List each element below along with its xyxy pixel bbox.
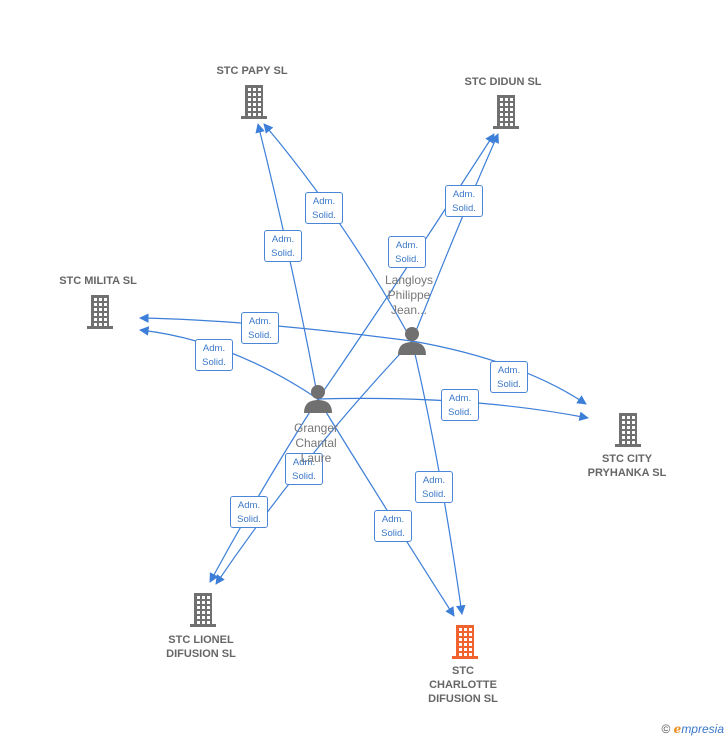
edge-label-granger-milita[interactable]: Adm. Solid. xyxy=(195,339,233,371)
edge-label-langloys-milita[interactable]: Adm. Solid. xyxy=(241,312,279,344)
company-milita-icon[interactable] xyxy=(87,295,113,329)
edge-label-langloys-charlotte[interactable]: Adm. Solid. xyxy=(415,471,453,503)
brand-logo-initial: e xyxy=(673,722,682,736)
edge-label-langloys-papy[interactable]: Adm. Solid. xyxy=(305,192,343,224)
edge-label-langloys-city[interactable]: Adm. Solid. xyxy=(490,361,528,393)
company-charlotte-label[interactable]: STC CHARLOTTE DIFUSION SL xyxy=(428,665,498,705)
edge-langloys-papy xyxy=(263,123,413,342)
edge-granger-charlotte xyxy=(317,398,455,617)
edge-granger-lionel xyxy=(209,398,319,583)
company-charlotte-icon[interactable] xyxy=(452,625,478,659)
company-city-label[interactable]: STC CITY PRYHANKA SL xyxy=(587,453,667,479)
edge-label-granger-charlotte[interactable]: Adm. Solid. xyxy=(374,510,412,542)
edge-langloys-didun xyxy=(411,133,499,342)
edge-label-langloys-didun[interactable]: Adm. Solid. xyxy=(445,185,483,217)
edge-label-langloys-lionel[interactable]: Adm. Solid. xyxy=(285,453,323,485)
brand-footer: © empresia xyxy=(661,722,724,736)
company-lionel-icon[interactable] xyxy=(190,593,216,627)
company-papy-label[interactable]: STC PAPY SL xyxy=(216,65,288,77)
company-lionel-label[interactable]: STC LIONEL DIFUSION SL xyxy=(166,634,236,660)
copyright-symbol: © xyxy=(661,722,671,736)
edge-label-granger-city[interactable]: Adm. Solid. xyxy=(441,389,479,421)
person-granger-icon[interactable] xyxy=(304,385,332,413)
company-papy-icon[interactable] xyxy=(241,85,267,119)
edge-langloys-charlotte xyxy=(411,340,466,615)
edge-label-granger-didun[interactable]: Adm. Solid. xyxy=(388,236,426,268)
edge-label-granger-lionel[interactable]: Adm. Solid. xyxy=(230,496,268,528)
person-langloys-label[interactable]: Langloys Philippe Jean... xyxy=(384,273,434,317)
company-didun-icon[interactable] xyxy=(493,95,519,129)
company-didun-label[interactable]: STC DIDUN SL xyxy=(464,76,542,88)
person-granger-label[interactable]: Granger Chantal Laure xyxy=(293,421,339,465)
edge-label-granger-papy[interactable]: Adm. Solid. xyxy=(264,230,302,262)
company-city-icon[interactable] xyxy=(615,413,641,447)
company-milita-label[interactable]: STC MILITA SL xyxy=(59,275,137,287)
edge-granger-didun xyxy=(317,133,495,400)
person-langloys-icon[interactable] xyxy=(398,327,426,355)
brand-name: mpresia xyxy=(681,722,724,736)
